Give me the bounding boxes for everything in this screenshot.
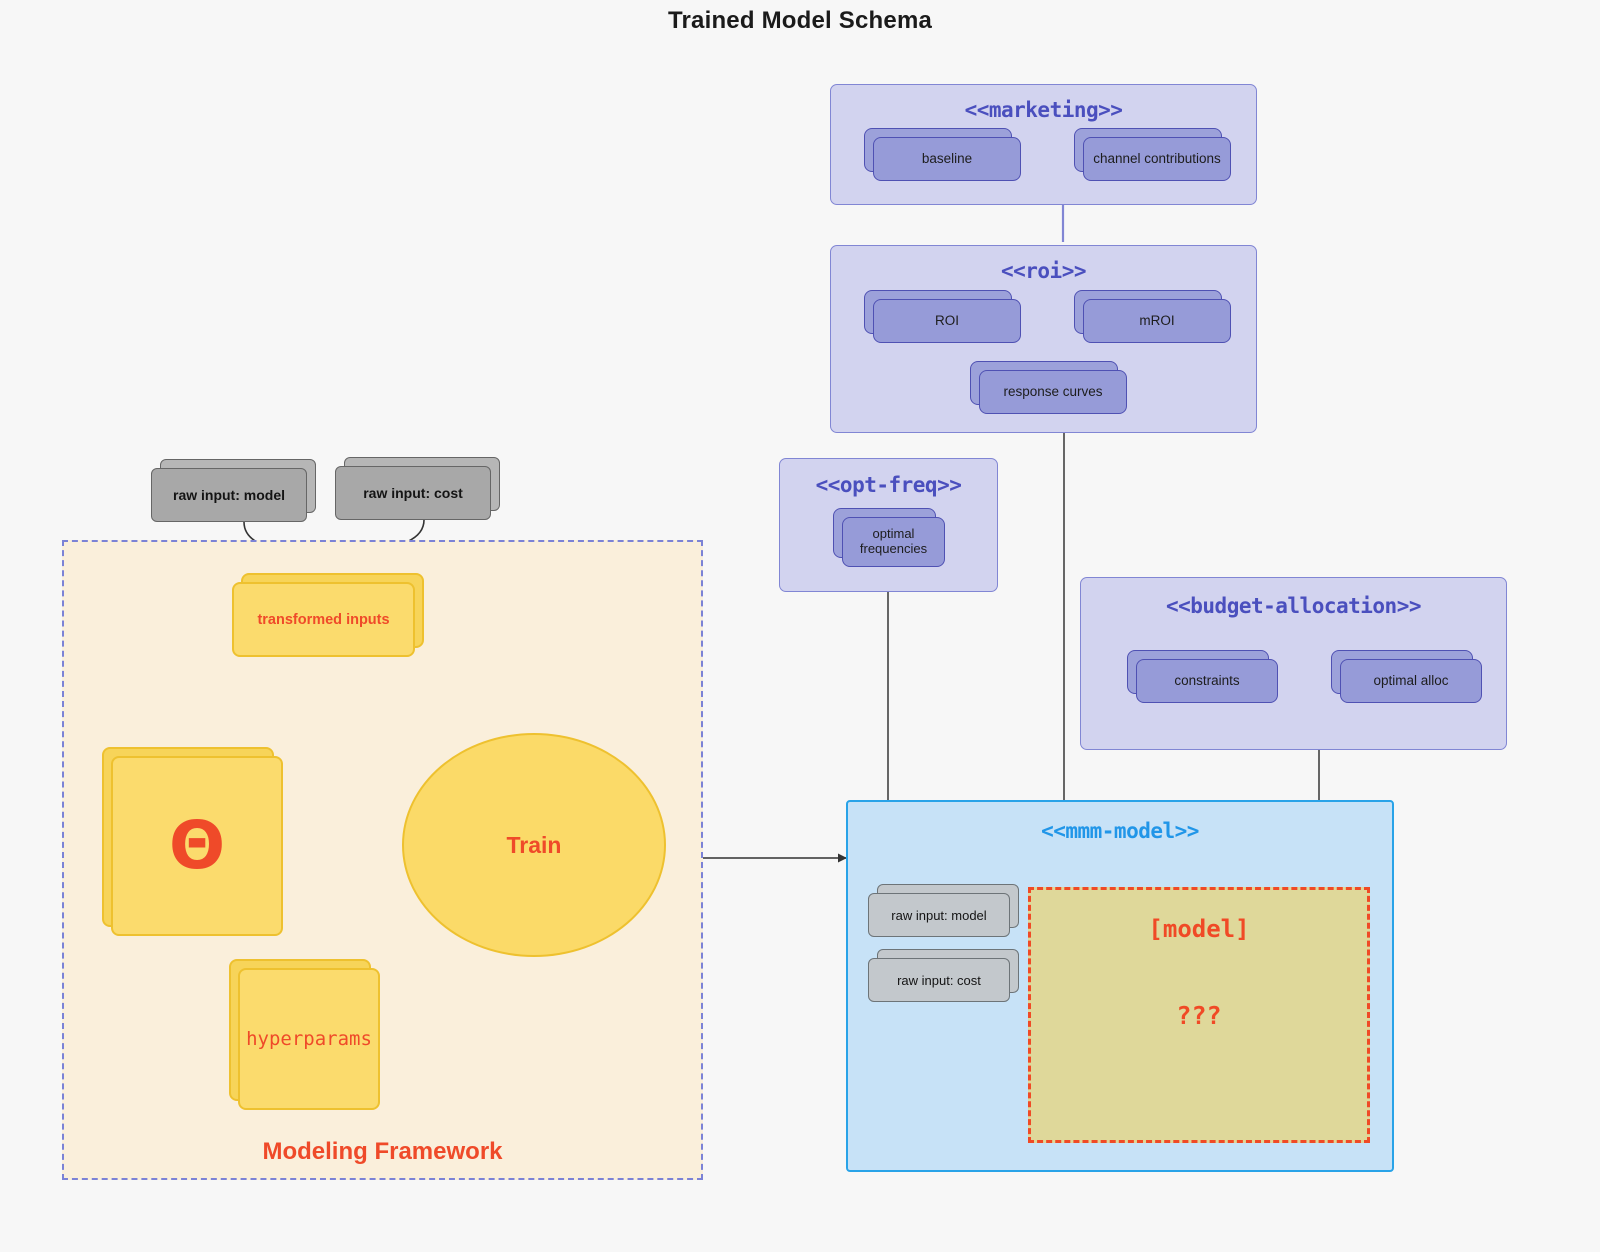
mmm-raw-input-cost-label: raw input: cost (868, 958, 1010, 1002)
package-budget-allocation-title: <<budget-allocation>> (1165, 594, 1422, 618)
train-ellipse[interactable]: Train (402, 733, 666, 957)
package-opt-freq[interactable]: <<opt-freq>> optimal frequencies (779, 458, 998, 592)
node-face: transformed inputs (232, 582, 415, 657)
node-face: Θ (111, 756, 283, 936)
raw-input-model-node[interactable]: raw input: model (151, 459, 316, 522)
node-optimal-alloc[interactable]: optimal alloc (1331, 650, 1482, 703)
mmm-raw-input-model-node[interactable]: raw input: model (868, 884, 1019, 937)
node-label: constraints (1136, 659, 1278, 703)
transformed-inputs-node[interactable]: transformed inputs (232, 573, 424, 657)
raw-input-model-label: raw input: model (151, 468, 307, 522)
package-mmm-model-title: <<mmm-model>> (1041, 819, 1199, 843)
node-label: response curves (979, 370, 1127, 414)
node-constraints[interactable]: constraints (1127, 650, 1278, 703)
package-marketing[interactable]: <<marketing>> baseline channel contribut… (830, 84, 1257, 205)
package-budget-allocation[interactable]: <<budget-allocation>> constraints optima… (1080, 577, 1507, 750)
theta-node[interactable]: Θ (102, 747, 283, 936)
page-title: Trained Model Schema (667, 7, 933, 34)
package-marketing-title: <<marketing>> (964, 98, 1123, 122)
node-label: ROI (873, 299, 1021, 343)
model-placeholder-question: ??? (1176, 1001, 1222, 1030)
model-placeholder-title: [model] (1148, 915, 1250, 943)
raw-input-cost-node[interactable]: raw input: cost (335, 457, 500, 520)
node-channel-contributions[interactable]: channel contributions (1074, 128, 1231, 181)
train-label: Train (506, 831, 562, 858)
hyperparams-label: hyperparams (246, 1028, 372, 1050)
transformed-inputs-label: transformed inputs (257, 611, 390, 628)
raw-input-cost-label: raw input: cost (335, 466, 491, 520)
modeling-framework-label: Modeling Framework (262, 1138, 503, 1165)
node-label: channel contributions (1083, 137, 1231, 181)
node-optimal-frequencies[interactable]: optimal frequencies (833, 508, 945, 567)
node-label: mROI (1083, 299, 1231, 343)
package-roi[interactable]: <<roi>> ROI mROI response curves (830, 245, 1257, 433)
node-baseline[interactable]: baseline (864, 128, 1021, 181)
package-roi-title: <<roi>> (1000, 259, 1087, 283)
node-roi[interactable]: ROI (864, 290, 1021, 343)
node-mroi[interactable]: mROI (1074, 290, 1231, 343)
node-label: baseline (873, 137, 1021, 181)
node-label: optimal alloc (1340, 659, 1482, 703)
package-opt-freq-title: <<opt-freq>> (815, 473, 962, 497)
hyperparams-node[interactable]: hyperparams (229, 959, 380, 1110)
node-response-curves[interactable]: response curves (970, 361, 1127, 414)
theta-symbol: Θ (168, 807, 226, 884)
node-label: optimal frequencies (842, 517, 945, 567)
package-mmm-model[interactable]: <<mmm-model>> raw input: model raw input… (846, 800, 1394, 1172)
model-placeholder-box[interactable]: [model] ??? (1028, 887, 1370, 1143)
mmm-raw-input-cost-node[interactable]: raw input: cost (868, 949, 1019, 1002)
node-face: hyperparams (238, 968, 380, 1110)
mmm-raw-input-model-label: raw input: model (868, 893, 1010, 937)
